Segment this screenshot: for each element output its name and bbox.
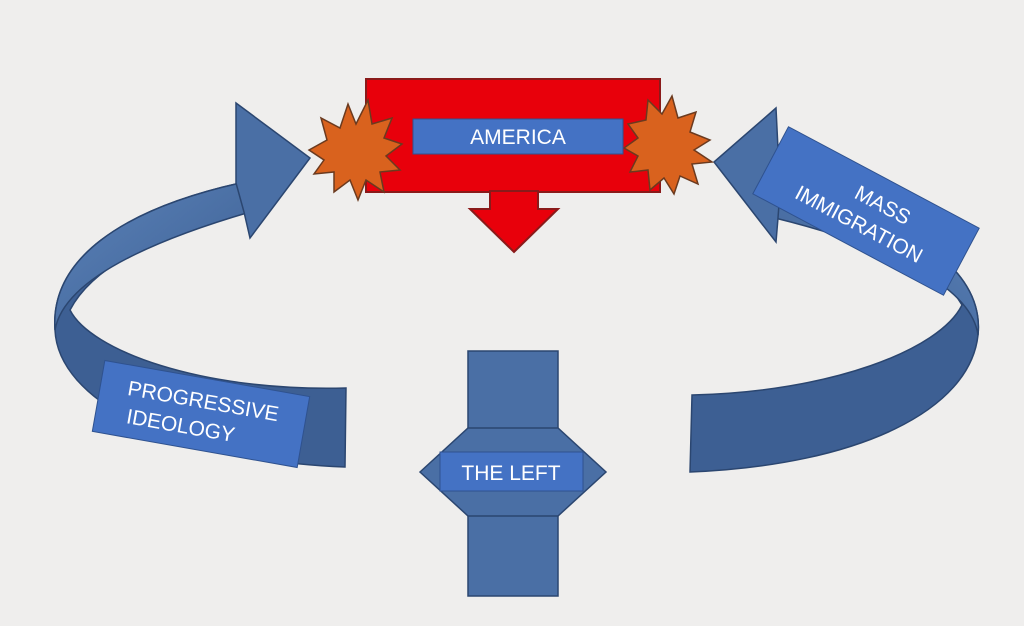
- america-block: [365, 78, 661, 254]
- the-left-label: THE LEFT: [461, 462, 560, 485]
- left-arrow-head: [235, 101, 312, 240]
- right-burst-icon: [622, 94, 715, 196]
- america-label-box: AMERICA: [412, 118, 624, 155]
- the-left-label-box: [439, 451, 584, 492]
- the-left-block: THE LEFT: [418, 350, 608, 597]
- left-burst-icon: [307, 97, 404, 203]
- progressive-ideology-label-box: PROGRESSIVE IDEOLOGY: [91, 359, 311, 469]
- america-label: AMERICA: [470, 126, 566, 149]
- mass-immigration-label-box: MASS IMMIGRATION: [752, 126, 980, 296]
- down-arrow: [467, 190, 561, 254]
- left-arrow-front-band: [54, 182, 251, 331]
